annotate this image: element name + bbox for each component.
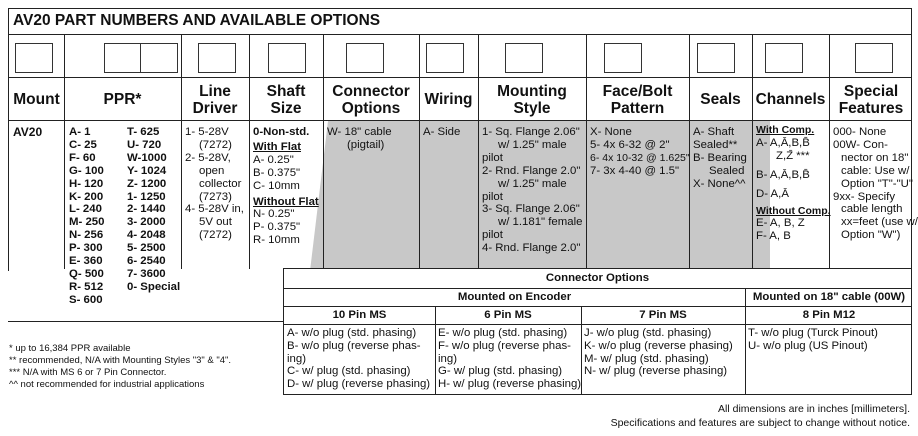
dimensions-note: All dimensions are in inches [millimeter…	[718, 403, 910, 415]
specifications-note: Specifications and features are subject …	[610, 417, 910, 429]
group-10pin-ms: 10 Pin MS	[332, 309, 387, 321]
wiring-value: A- Side	[423, 126, 461, 138]
line-driver-list: 1- 5-28V(7272) 2- 5-28V,open collector(7…	[185, 126, 244, 242]
group-8pin-m12: 8 Pin M12	[802, 309, 856, 321]
group-6pin-ms: 6 Pin MS	[484, 309, 532, 321]
group-6pin-items: E- w/o plug (std. phasing)F- w/o plug (r…	[438, 327, 582, 391]
mounted-on-cable-label: Mounted on 18" cable (00W)	[752, 291, 906, 303]
channels-box[interactable]	[765, 43, 803, 73]
header-channels: Channels	[755, 91, 826, 108]
mount-value: AV20	[13, 125, 43, 139]
ppr-box-2[interactable]	[140, 43, 178, 73]
group-8pin-items: T- w/o plug (Turck Pinout)U- w/o plug (U…	[748, 327, 878, 352]
part-number-boxes	[8, 34, 912, 78]
connector-options-title: Connector Options	[545, 272, 650, 284]
bottom-notes: All dimensions are in inches [millimeter…	[611, 402, 910, 430]
channels-list: With Comp. A- A,Ā,B,B̄ Z,Z̄ *** B- A,Ā,B…	[756, 124, 831, 243]
group-10pin-items: A- w/o plug (std. phasing)B- w/o plug (r…	[287, 327, 431, 391]
ppr-box-1[interactable]	[104, 43, 142, 73]
connector-options-table: Connector Options Mounted on Encoder Mou…	[283, 268, 912, 395]
group-7pin-items: J- w/o plug (std. phasing)K- w/o plug (r…	[584, 327, 733, 378]
shaft-box[interactable]	[268, 43, 306, 73]
group-7pin-ms: 7 Pin MS	[639, 309, 687, 321]
mounting-box[interactable]	[505, 43, 543, 73]
shaft-size-list: 0-Non-std. With Flat A- 0.25"B- 0.375"C-…	[253, 126, 319, 247]
footnote-2: ** recommended, N/A with Mounting Styles…	[9, 355, 232, 366]
header-ppr: PPR*	[103, 91, 142, 108]
header-wiring: Wiring	[424, 91, 473, 108]
table-title: AV20 PART NUMBERS AND AVAILABLE OPTIONS	[8, 8, 912, 34]
face-bolt-box[interactable]	[604, 43, 642, 73]
header-seals: Seals	[700, 91, 741, 108]
connector-box[interactable]	[346, 43, 384, 73]
seals-box[interactable]	[697, 43, 735, 73]
mounted-on-encoder-label: Mounted on Encoder	[457, 291, 572, 303]
footnotes: * up to 16,384 PPR available ** recommen…	[9, 343, 231, 391]
special-box[interactable]	[855, 43, 893, 73]
footnote-1: * up to 16,384 PPR available	[9, 343, 131, 354]
wiring-box[interactable]	[426, 43, 464, 73]
header-mount: Mount	[13, 91, 60, 108]
connector-shading	[310, 121, 770, 271]
mount-box[interactable]	[15, 43, 53, 73]
footnote-4: ^^ not recommended for industrial applic…	[9, 379, 205, 390]
connector-list: W- 18" cable(pigtail)	[327, 126, 392, 151]
line-driver-box[interactable]	[198, 43, 236, 73]
footnote-3: *** N/A with MS 6 or 7 Pin Connector.	[9, 367, 167, 378]
